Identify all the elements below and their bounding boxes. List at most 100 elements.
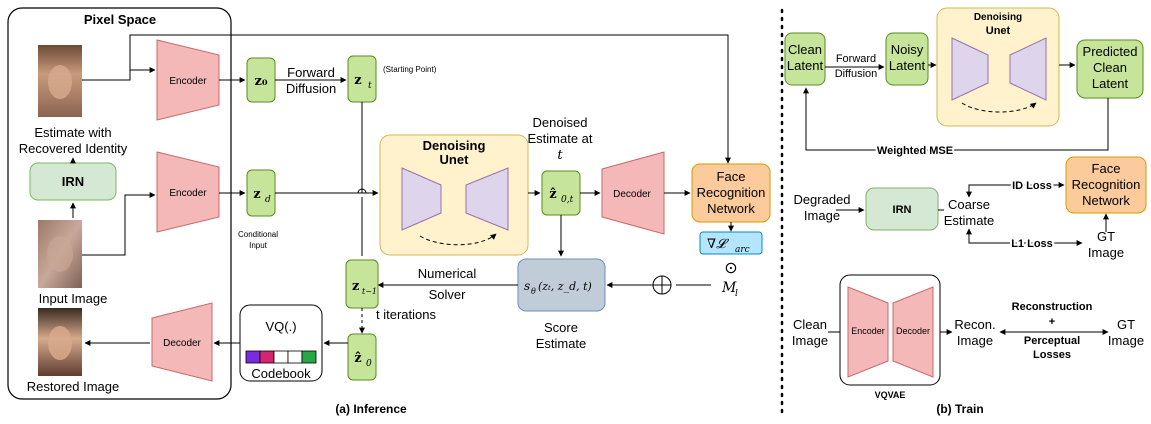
conditional-input-1: Conditional (238, 230, 278, 239)
recon-loss-1: Reconstruction (1012, 301, 1093, 313)
clean-latent-box (784, 32, 826, 86)
denoised-1: Denoised (533, 115, 588, 130)
score-1: Score (544, 320, 578, 335)
id-loss: ID Loss (1012, 180, 1052, 192)
pixel-space-panel (7, 7, 232, 400)
vqvae-decoder (892, 286, 934, 378)
score-2: Estimate (536, 336, 587, 351)
codebook-cell (287, 350, 303, 364)
coarse-2: Estimate (944, 213, 995, 228)
face-recognition-3: Network (707, 201, 755, 216)
zt-box (347, 55, 377, 103)
encoder-top (156, 39, 220, 121)
train-frn-box (1065, 156, 1147, 214)
vqvae-decoder-label: Decoder (896, 326, 930, 336)
mask-sub: l (735, 289, 738, 299)
mask-label: M (721, 280, 737, 296)
train-forward-2: Diffusion (835, 68, 878, 80)
train-frn-3: Network (1082, 193, 1130, 208)
codebook-cells (245, 350, 317, 364)
pixel-space-title: Pixel Space (84, 12, 156, 27)
noisy-latent-box (885, 32, 929, 86)
recon-2: Image (957, 333, 993, 348)
clean-latent-1: Clean (788, 42, 822, 57)
z0t-sub: 0,t (561, 195, 574, 205)
decoder-right-label: Decoder (613, 189, 651, 200)
gt2-2: Image (1108, 333, 1144, 348)
numerical-2: Solver (429, 287, 467, 302)
forward-diffusion-1: Forward (287, 65, 335, 80)
denoising-unet-panel (379, 134, 529, 256)
denoised-3: t (557, 148, 563, 163)
grad-arc-box (699, 231, 763, 255)
train-unet-panel (936, 7, 1060, 127)
grad-arc-label: ∇𝓛 (707, 237, 729, 252)
train-irn-label: IRN (893, 204, 912, 216)
train-unet-right (1009, 37, 1047, 101)
recon-loss-2: + (1049, 316, 1055, 328)
z0t-label: ẑ (549, 187, 556, 202)
z0t-box (541, 170, 581, 216)
train-unet-1: Denoising (974, 12, 1022, 23)
codebook-cell (273, 350, 289, 364)
train-unet-left (951, 37, 989, 101)
clean-latent-2: Latent (787, 58, 824, 73)
score-fn: s (524, 279, 530, 293)
z0hat-box (347, 333, 377, 381)
conditional-input-2: Input (249, 241, 268, 250)
denoising-unet-title-2: Unet (440, 152, 470, 167)
train-caption: (b) Train (936, 402, 983, 416)
score-fn-args: (zₜ, z_d, t) (538, 280, 592, 293)
estimate-image-face (48, 65, 72, 99)
score-fn-sub: θ (531, 287, 536, 296)
restored-image-face (48, 326, 72, 360)
face-recognition-2: Recognition (697, 185, 766, 200)
recon-loss-3: Perceptual (1024, 335, 1080, 347)
encoder-mid (156, 151, 220, 233)
grad-arc-sub: arc (735, 245, 750, 255)
estimate-caption-1: Estimate with (34, 125, 111, 140)
zt1-box (345, 259, 379, 309)
encoder-top-label: Encoder (169, 76, 207, 87)
z0hat-sub: 0 (366, 359, 372, 369)
odot-symbol: ⊙ (724, 260, 737, 277)
restored-image-caption: Restored Image (27, 379, 120, 394)
zt1-sub: t−1 (362, 287, 377, 296)
zt-sub: t (368, 81, 372, 91)
weighted-mse: Weighted MSE (877, 145, 953, 157)
codebook-label: Codebook (251, 366, 311, 381)
predicted-latent-box (1076, 39, 1144, 99)
vq-label: VQ(.) (265, 319, 296, 334)
vqvae-label: VQVAE (875, 390, 906, 400)
inference-caption: (a) Inference (335, 402, 407, 416)
face-recognition-1: Face (717, 169, 746, 184)
zt1-label: z (352, 279, 359, 294)
clean-img-1: Clean (793, 317, 827, 332)
input-image-blur (47, 236, 73, 272)
z0hat-label: ẑ (354, 351, 361, 366)
t-iterations: t iterations (376, 307, 436, 322)
decoder-left-label: Decoder (163, 338, 201, 349)
codebook-cell (259, 350, 275, 364)
input-image-caption: Input Image (39, 291, 108, 306)
estimate-caption-2: Recovered Identity (19, 141, 128, 156)
train-unet-2: Unet (986, 25, 1011, 37)
codebook-cell (301, 350, 317, 364)
gt-1: GT (1097, 229, 1115, 244)
denoised-2: Estimate at (527, 131, 592, 146)
z0-label: z₀ (254, 74, 267, 89)
irn-label: IRN (62, 174, 84, 189)
noisy-latent-2: Latent (889, 58, 926, 73)
zd-label: z (253, 187, 260, 202)
predicted-1: Predicted (1083, 44, 1138, 59)
recon-1: Recon. (954, 317, 995, 332)
gt2-1: GT (1117, 317, 1135, 332)
train-frn-1: Face (1092, 161, 1121, 176)
train-irn-box (865, 187, 939, 231)
zd-sub: d (265, 195, 271, 205)
l1-loss: L1 Loss (1011, 238, 1053, 250)
starting-point: (Starting Point) (383, 65, 437, 74)
predicted-2: Clean (1093, 60, 1127, 75)
degraded-2: Image (804, 208, 840, 223)
